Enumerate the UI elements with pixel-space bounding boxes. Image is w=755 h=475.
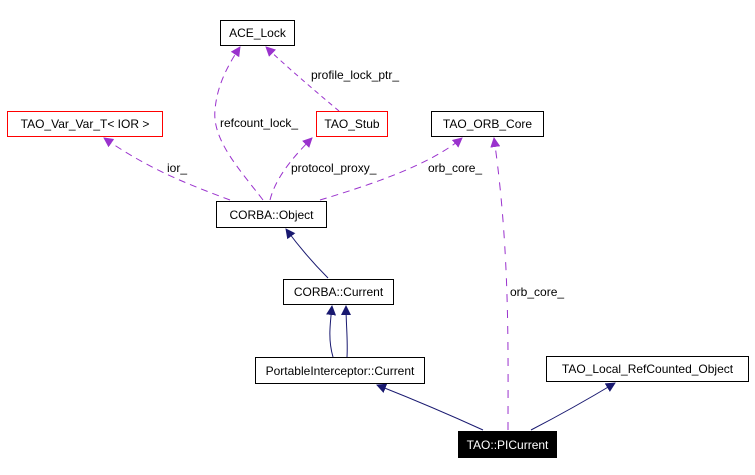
edge-orb-core-picurrent bbox=[490, 137, 509, 431]
node-tao-stub[interactable]: TAO_Stub bbox=[316, 111, 388, 137]
node-ace-lock[interactable]: ACE_Lock bbox=[220, 20, 295, 46]
edge-label-profile-lock-ptr: profile_lock_ptr_ bbox=[311, 68, 400, 82]
edge-label-ior: ior_ bbox=[167, 161, 188, 175]
edge-current-inherits-object bbox=[285, 228, 329, 279]
node-tao-picurrent: TAO::PICurrent bbox=[458, 431, 557, 458]
edge-label-orb-core-object: orb_core_ bbox=[428, 161, 483, 175]
node-corba-current[interactable]: CORBA::Current bbox=[283, 279, 394, 305]
edge-label-orb-core-picurrent: orb_core_ bbox=[510, 285, 565, 299]
edge-picurrent-inherits-local bbox=[530, 382, 616, 431]
edge-protocol-proxy bbox=[269, 137, 313, 201]
edge-profile-lock-ptr bbox=[265, 46, 340, 112]
node-tao-orb-core[interactable]: TAO_ORB_Core bbox=[431, 111, 544, 137]
edge-label-refcount-lock: refcount_lock_ bbox=[220, 116, 299, 130]
edge-label-protocol-proxy: protocol_proxy_ bbox=[291, 161, 377, 175]
edge-pi-inherits-current-2 bbox=[341, 305, 352, 358]
edge-picurrent-inherits-pi bbox=[376, 383, 484, 431]
node-tao-var-var-t-ior[interactable]: TAO_Var_Var_T< IOR > bbox=[7, 111, 163, 137]
node-corba-object[interactable]: CORBA::Object bbox=[216, 201, 327, 228]
edge-ior bbox=[103, 137, 231, 201]
node-portable-interceptor-current[interactable]: PortableInterceptor::Current bbox=[255, 357, 425, 384]
edge-pi-inherits-current-1 bbox=[326, 305, 337, 358]
edge-orb-core-object bbox=[319, 137, 463, 201]
edge-refcount-lock bbox=[214, 46, 264, 201]
node-tao-local-refcounted-object[interactable]: TAO_Local_RefCounted_Object bbox=[546, 356, 749, 382]
